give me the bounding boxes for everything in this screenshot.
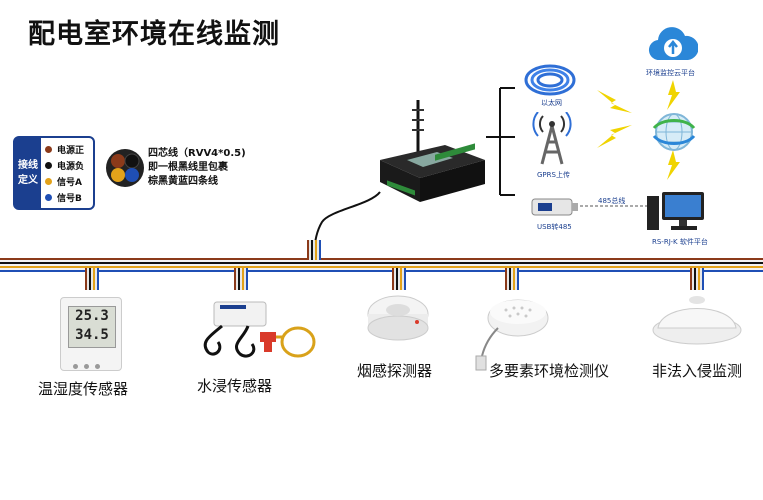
yellow-dot-icon: [45, 178, 52, 185]
environment-detector-icon: [475, 299, 549, 371]
cable-note: 四芯线（RVV4*0.5) 即一根黑线里包裹 棕黑黄蓝四条线: [148, 147, 246, 189]
intrusion-detector-label: 非法入侵监测: [652, 362, 743, 380]
wiring-legend-heading: 接线 定义: [15, 138, 41, 208]
wiring-legend-item: 信号B: [45, 191, 82, 204]
wiring-legend-item: 电源负: [45, 159, 84, 172]
temp-humidity-sensor: 25.3 34.5: [60, 297, 122, 371]
gprs-tower-icon: [532, 112, 572, 165]
rs485-line-label: 485总线: [598, 197, 626, 205]
page-title: 配电室环境在线监测: [28, 19, 280, 50]
temperature-reading: 25.3: [75, 308, 109, 324]
wiring-legend-item: 信号A: [45, 175, 82, 188]
cloud-upload-icon: [649, 27, 698, 61]
intrusion-detector-icon: [652, 296, 742, 345]
computer-icon: [647, 192, 704, 230]
wiring-legend-label: 电源负: [57, 162, 85, 172]
cable-note-line: 即一根黑线里包裹: [148, 162, 228, 173]
environment-detector-label: 多要素环境检测仪: [489, 362, 610, 380]
bus-drop: [234, 268, 248, 290]
globe-icon: [652, 113, 696, 151]
temp-humidity-label: 温湿度传感器: [38, 380, 129, 398]
sensor-display: 25.3 34.5: [68, 306, 116, 348]
water-leak-sensor-icon: [203, 301, 316, 358]
usb485-converter-icon: [531, 198, 578, 216]
ethernet-cable-icon: [524, 64, 576, 96]
gateway-device-icon: [380, 143, 485, 202]
wiring-legend-heading-line1: 接线: [18, 160, 38, 171]
ethernet-label: 以太网: [541, 99, 562, 107]
bus-riser: [307, 240, 321, 260]
gprs-label: GPRS上传: [537, 171, 570, 179]
brown-dot-icon: [45, 146, 52, 153]
wiring-legend-label: 信号A: [57, 178, 82, 188]
cable-note-line: 棕黑黄蓝四条线: [148, 176, 218, 187]
cloud-platform-label: 环境监控云平台: [646, 69, 695, 77]
bus-drop: [505, 268, 519, 290]
bus-drop: [690, 268, 704, 290]
water-leak-label: 水浸传感器: [197, 377, 273, 395]
wiring-legend-item: 电源正: [45, 143, 84, 156]
smoke-detector-icon: [367, 295, 429, 341]
sensor-buttons: [73, 354, 109, 369]
wiring-legend: 接线 定义 电源正 电源负 信号A 信号B: [13, 136, 95, 210]
blue-dot-icon: [45, 194, 52, 201]
usb485-label: USB转485: [537, 223, 572, 231]
bus-drop: [392, 268, 406, 290]
wiring-legend-label: 信号B: [57, 194, 82, 204]
software-platform-label: RS-RJ-K 软件平台: [652, 238, 708, 246]
cable-cross-section-icon: [106, 149, 144, 187]
humidity-reading: 34.5: [75, 327, 109, 343]
bus-drop: [85, 268, 99, 290]
black-dot-icon: [45, 162, 52, 169]
cable-note-line: 四芯线（RVV4*0.5): [148, 148, 246, 159]
wiring-legend-heading-line2: 定义: [18, 175, 38, 186]
wiring-legend-label: 电源正: [57, 146, 85, 156]
smoke-detector-label: 烟感探测器: [357, 362, 433, 380]
